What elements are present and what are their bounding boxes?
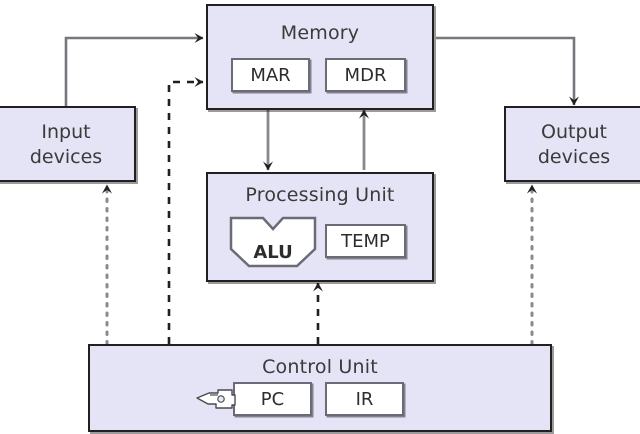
input-devices-label-line2: devices: [29, 146, 103, 168]
temp-register[interactable]: TEMP: [325, 224, 406, 258]
alu-shape-icon: [229, 216, 317, 268]
memory-data-register-label: MDR: [344, 64, 387, 86]
input-devices-block[interactable]: Input devices: [0, 106, 136, 182]
output-devices-block[interactable]: Output devices: [504, 106, 640, 182]
instruction-register[interactable]: IR: [325, 382, 404, 416]
input-devices-label-line1: Input: [41, 121, 91, 143]
output-devices-label-line1: Output: [541, 121, 607, 143]
instruction-register-label: IR: [355, 388, 374, 410]
memory-address-register[interactable]: MAR: [231, 58, 310, 92]
temp-register-label: TEMP: [341, 230, 390, 252]
connector-memory-to-output: [436, 36, 579, 106]
control-unit-block[interactable]: Control Unit: [88, 344, 552, 432]
program-counter-label: PC: [260, 388, 285, 410]
arithmetic-logic-unit[interactable]: ALU: [229, 216, 317, 268]
processing-unit-title: Processing Unit: [245, 184, 395, 206]
memory-address-register-label: MAR: [250, 64, 291, 86]
connector-input-to-memory: [64, 33, 204, 108]
output-devices-label-line2: devices: [537, 146, 611, 168]
memory-block[interactable]: Memory: [206, 4, 434, 110]
memory-data-register[interactable]: MDR: [325, 58, 406, 92]
memory-title: Memory: [280, 22, 360, 44]
control-unit-title: Control Unit: [262, 356, 378, 378]
program-counter-register[interactable]: PC: [233, 382, 312, 416]
connector-control-to-memory: [167, 77, 204, 344]
